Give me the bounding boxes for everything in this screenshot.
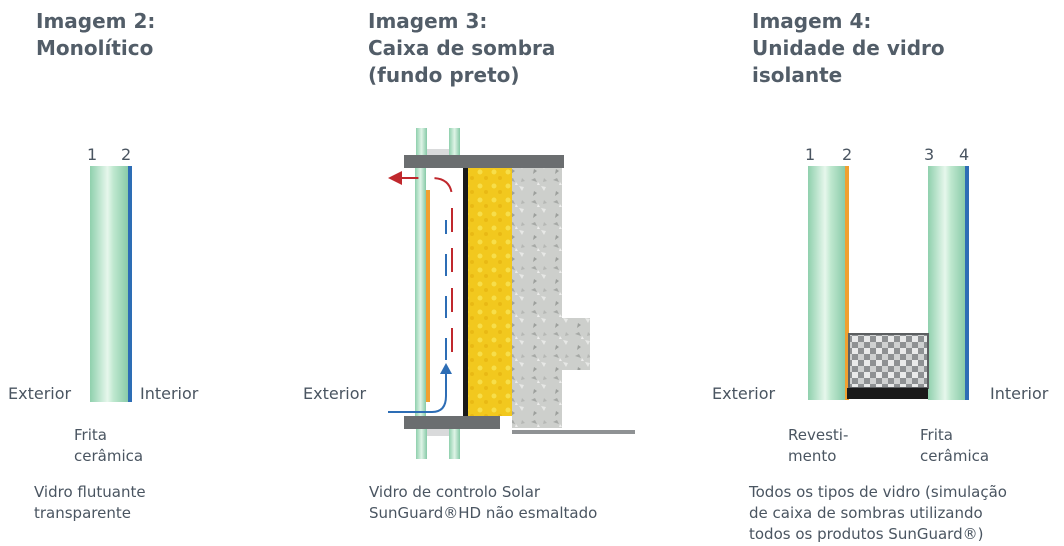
glass-pane [415,168,426,416]
coating-layer [426,190,430,402]
surface-number-1: 1 [805,145,816,164]
black-back-panel [463,168,468,416]
surface-number-3: 3 [924,145,935,164]
surface-number-4: 4 [959,145,970,164]
figure-caption: Vidro flutuante transparente [34,483,146,522]
outer-glass-pane [808,166,846,400]
figure-title: Imagem 3: Caixa de sombra (fundo preto) [368,9,556,87]
coating-label: Revesti- mento [788,426,849,465]
frit-label: Frita cerâmica [920,426,990,465]
spacer-bottom [427,429,449,436]
glass-stub-top-left [416,128,427,158]
exterior-label: Exterior [8,384,72,403]
cool-air-arrow-head [440,363,452,374]
surface-number-1: 1 [87,145,98,164]
warm-air-arrow [398,177,453,352]
glass-stub-bottom-right [449,429,460,459]
concrete-wall-lower [512,370,562,428]
floor-line [512,430,635,434]
ceramic-frit-coating [965,166,969,400]
figure-caption: Vidro de controlo Solar SunGuard®HD não … [369,483,598,522]
concrete-ledge [512,318,590,370]
interior-label: Interior [990,384,1049,403]
glass-stub-top-right [449,128,460,158]
bottom-frame [404,416,500,429]
inner-glass-pane [928,166,966,400]
spacer-top [427,149,449,156]
cool-air-arrow [388,372,447,413]
desiccant-spacer [848,333,929,389]
insulation-yellow [468,168,512,416]
surface-number-2: 2 [121,145,132,164]
exterior-label: Exterior [303,384,367,403]
figure-title: Imagem 2: Monolítico [36,9,156,60]
concrete-wall-upper [512,168,562,318]
exterior-label: Exterior [712,384,776,403]
sealant [847,388,928,399]
interior-label: Interior [140,384,199,403]
glass-pane [90,166,129,402]
ceramic-frit-coating [128,166,132,402]
top-frame [404,155,564,168]
figure-caption: Todos os tipos de vidro (simulação de ca… [749,483,1007,543]
glass-stub-bottom-left [416,429,427,459]
surface-number-2: 2 [842,145,853,164]
warm-air-arrow-head [388,171,402,185]
figure-title: Imagem 4: Unidade de vidro isolante [752,9,945,87]
frit-label: Frita cerâmica [74,426,144,465]
coating-layer [845,166,849,400]
